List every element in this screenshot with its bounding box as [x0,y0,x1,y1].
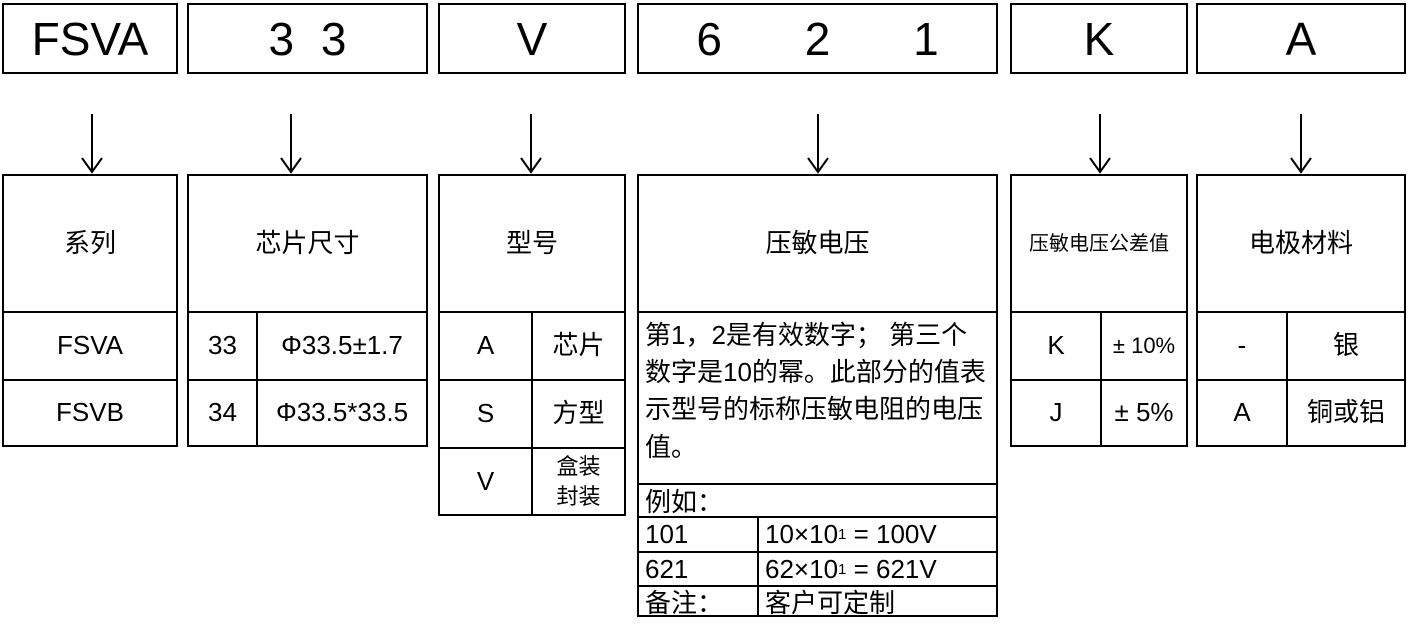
model-label-line: 封装 [556,483,601,509]
arrow-down-icon [520,114,542,174]
model-title: 型号 [505,227,558,258]
model-label: 方型 [552,398,605,429]
tolerance-title: 压敏电压公差值 [1029,232,1169,255]
code-series: FSVA [2,3,178,74]
series-table: 系列 FSVA FSVB [2,174,178,447]
code-voltage: 6 2 1 [637,3,998,74]
note-label: 备注： [645,587,724,618]
model-code: S [476,398,495,429]
code-chip-size: 3 3 [187,3,428,74]
model-label: 芯片 [552,330,605,361]
tolerance-code: K [1047,330,1065,361]
model-label: 盒装 封装 [533,449,624,514]
electrode-code: - [1237,330,1247,361]
electrode-code: A [1233,397,1251,428]
voltage-table: 压敏电压 第1，2是有效数字； 第三个数字是10的幂。此部分的值表示型号的标称压… [637,174,998,618]
formula-base: 62×10 [765,553,839,584]
code-electrode: A [1196,3,1406,74]
electrode-value: 铜或铝 [1306,397,1385,428]
arrow-down-icon [81,114,103,174]
model-code: V [476,465,495,496]
series-row: FSVB [56,397,124,428]
model-label-line: 盒装 [556,453,601,479]
arrow-down-icon [1089,114,1111,174]
formula-base: 10×10 [765,519,839,549]
example-label: 例如： [645,487,724,517]
arrow-down-icon [1290,114,1312,174]
arrow-down-icon [280,114,302,174]
note-text: 客户可定制 [765,587,896,618]
tolerance-code: J [1049,397,1063,428]
formula-exponent: 1 [838,560,847,578]
chip-size-value: Φ33.5*33.5 [275,397,409,428]
code-model: V [438,3,626,74]
arrow-down-icon [807,114,829,174]
chip-size-code: 33 [208,330,237,361]
series-title: 系列 [63,227,116,258]
electrode-table: 电极材料 - 银 A 铜或铝 [1196,174,1406,447]
model-code: A [476,330,495,361]
tolerance-value: ± 10% [1112,332,1176,358]
series-row: FSVA [57,330,123,361]
code-tolerance: K [1010,3,1188,74]
electrode-title: 电极材料 [1248,227,1353,258]
formula-result: = 621V [846,553,937,584]
electrode-value: 银 [1332,330,1359,361]
formula-result: = 100V [846,519,937,549]
voltage-title: 压敏电压 [765,227,870,258]
voltage-description: 第1，2是有效数字； 第三个数字是10的幂。此部分的值表示型号的标称压敏电阻的电… [645,320,986,462]
model-table: 型号 A 芯片 S 方型 V 盒装 封装 [438,174,626,516]
tolerance-value: ± 5% [1114,397,1174,428]
chip-size-title: 芯片尺寸 [255,227,360,258]
chip-size-value: Φ33.5±1.7 [281,330,403,361]
chip-size-table: 芯片尺寸 33 Φ33.5±1.7 34 Φ33.5*33.5 [187,174,428,447]
example-code: 101 [645,519,689,549]
tolerance-table: 压敏电压公差值 K ± 10% J ± 5% [1010,174,1188,447]
formula-exponent: 1 [838,526,847,543]
example-code: 621 [645,553,689,584]
chip-size-code: 34 [208,397,237,428]
